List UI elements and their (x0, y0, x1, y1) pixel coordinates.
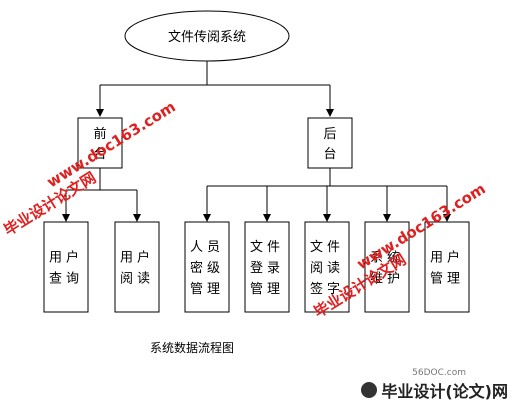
leaf-node-label: 文件登录管理 (250, 240, 284, 297)
leaf-node-shape (304, 221, 350, 313)
footer-site-logo: 56DOC.com (412, 368, 466, 378)
leaf-node-shape (244, 221, 290, 313)
back-node-shape (307, 117, 353, 169)
leaf-node-shape (43, 221, 89, 313)
leaf-node-label: 人员密级管理 (190, 240, 224, 297)
leaf-node-label: 系统维护 (370, 251, 404, 287)
footer-brand-logo: 毕业设计(论文)网 (361, 378, 508, 402)
leaf-node-label: 用户管理 (430, 250, 464, 287)
back-node-label-1: 后 (323, 127, 336, 142)
front-node-label-2: 台 (93, 147, 106, 162)
leaf-node-label: 文件阅读签字 (310, 240, 344, 297)
leaf-node-label: 用户查询 (49, 250, 83, 287)
leaf-node-shape (114, 221, 160, 313)
root-node-label: 文件传阅系统 (168, 30, 246, 45)
watermark-site-left: www.doc163.com (44, 98, 179, 192)
leaf-node-shape (424, 221, 470, 313)
leaf-node-label: 用户阅读 (120, 250, 154, 287)
front-node-label-1: 前 (93, 126, 106, 142)
leaf-node-shape (184, 221, 230, 313)
footer-logo-icon (361, 382, 378, 398)
diagram-caption: 系统数据流程图 (150, 341, 235, 355)
back-node-label-2: 台 (323, 147, 336, 162)
leaf-node-shape (364, 221, 410, 313)
footer-brand-text: 毕业设计(论文)网 (381, 382, 508, 401)
